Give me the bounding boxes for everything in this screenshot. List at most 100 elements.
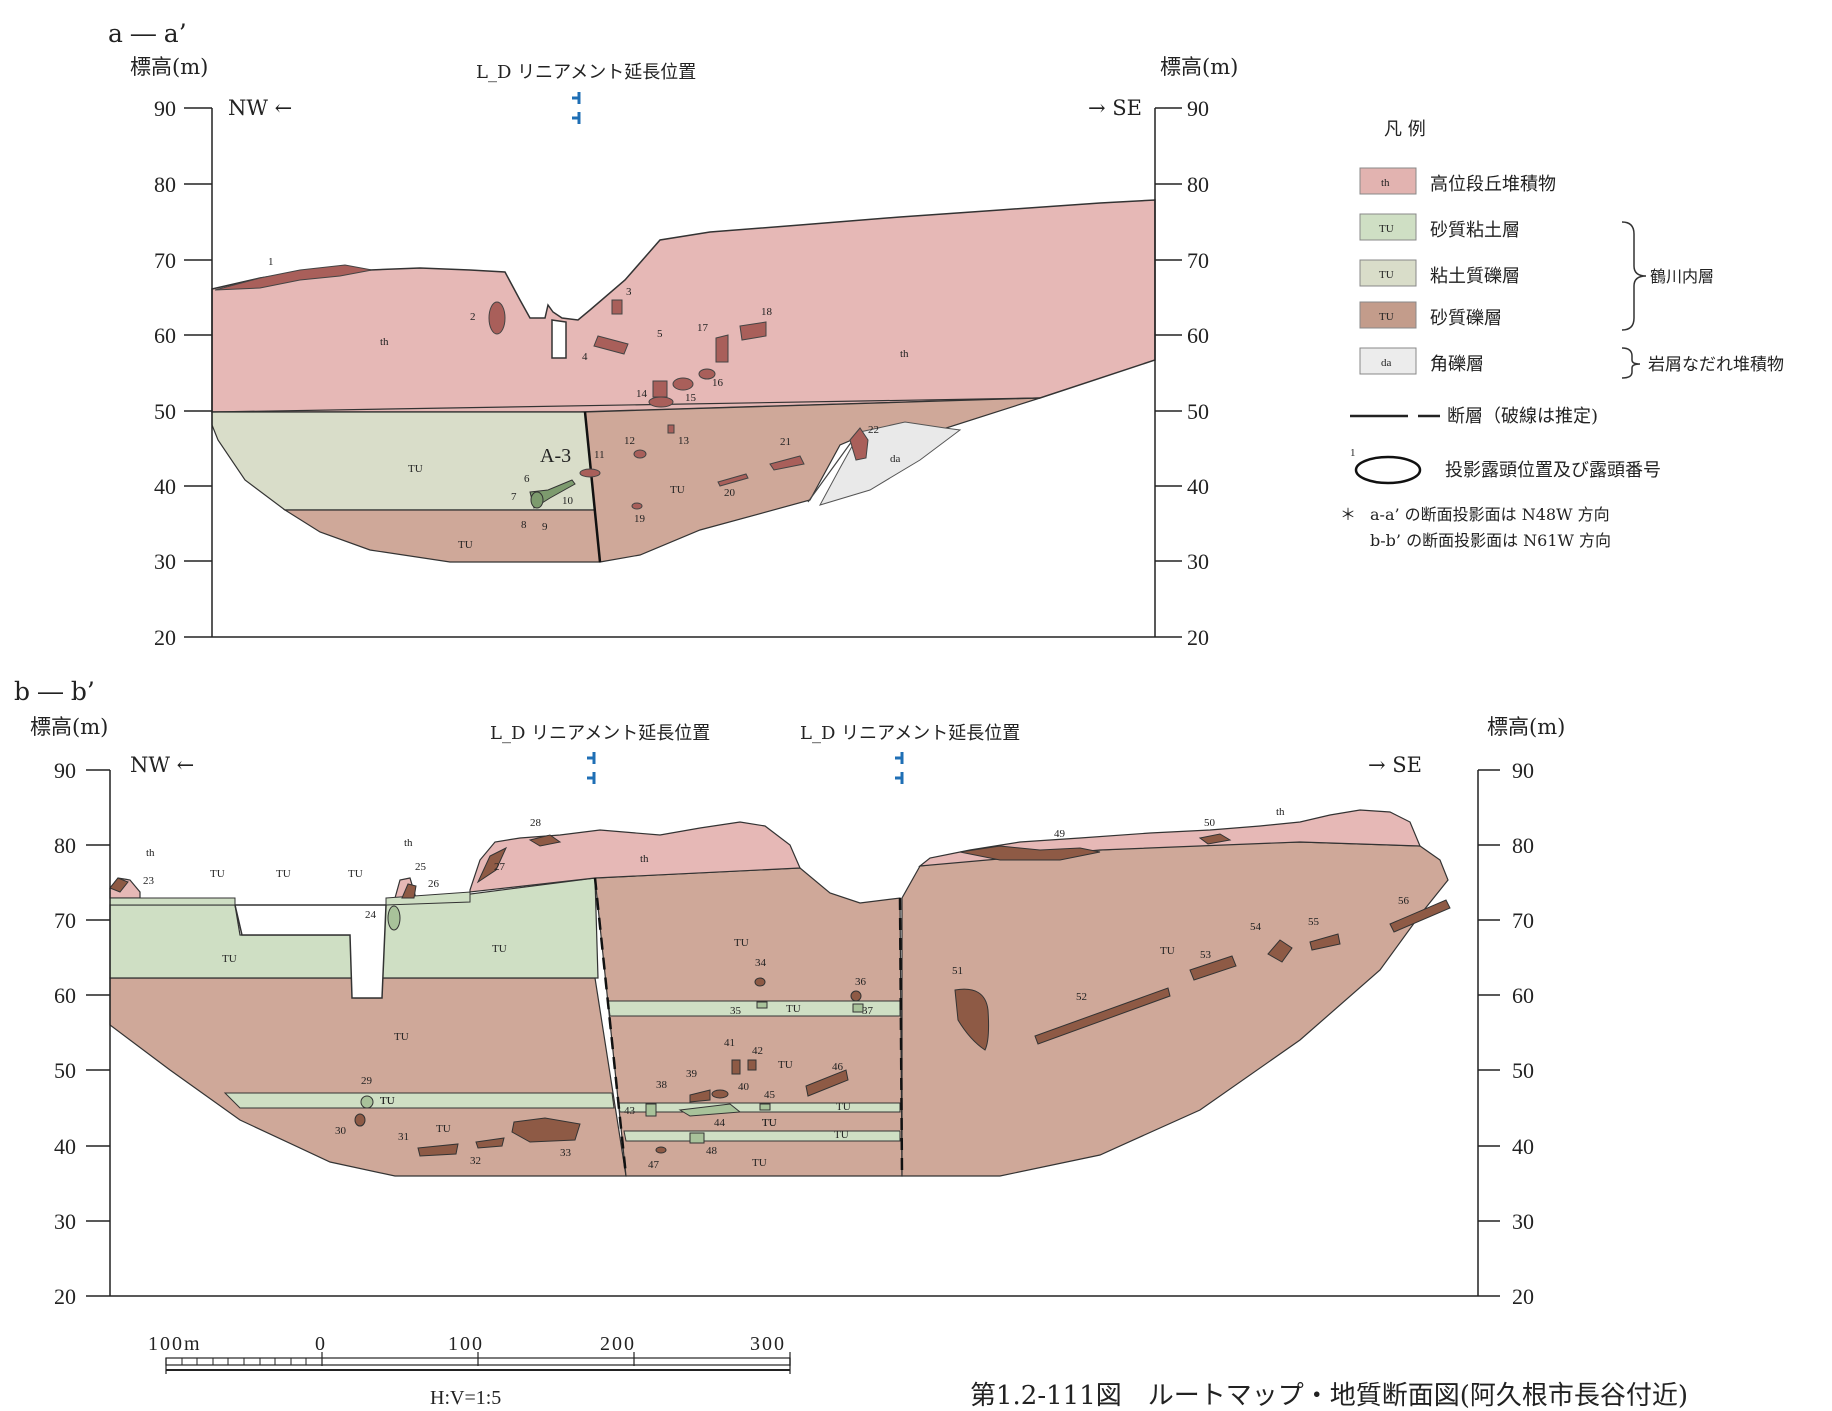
section-a-dir-left: NW ←	[228, 96, 292, 120]
legend-outcrop-number: 1	[1350, 447, 1356, 459]
legend-outcrop-ellipse	[1354, 455, 1422, 485]
svg-text:1: 1	[268, 256, 274, 268]
svg-text:33: 33	[560, 1147, 572, 1159]
lineament-marker-b2	[895, 752, 904, 784]
svg-text:42: 42	[752, 1045, 763, 1057]
section-b-lineament-label-1: L_D リニアメント延長位置	[490, 723, 710, 744]
outcrops-b-green	[360, 905, 864, 1144]
svg-text:TU: TU	[1379, 311, 1394, 323]
svg-text:90: 90	[54, 758, 76, 783]
svg-text:16: 16	[712, 377, 724, 389]
svg-text:18: 18	[761, 306, 773, 318]
svg-text:49: 49	[1054, 828, 1066, 840]
svg-text:52: 52	[1076, 991, 1087, 1003]
unit-labels-b: th th th th TU TU TU TU TU TU TU TU TU T…	[146, 806, 1285, 1169]
legend-title: 凡 例	[1384, 119, 1426, 140]
figure-caption: 第1.2-111図 ルートマップ・地質断面図(阿久根市長谷付近)	[970, 1381, 1688, 1411]
legend: 凡 例 th 高位段丘堆積物 TU 砂質粘土層 TU 粘土質礫層 TU 砂質礫層…	[1340, 119, 1784, 550]
strip-mid-3	[623, 1130, 901, 1142]
svg-text:10: 10	[562, 495, 574, 507]
svg-text:30: 30	[335, 1125, 347, 1137]
svg-text:TU: TU	[734, 937, 749, 949]
svg-text:40: 40	[154, 474, 176, 499]
svg-text:60: 60	[154, 323, 176, 348]
svg-text:41: 41	[724, 1037, 735, 1049]
strip-left-lower	[223, 1092, 615, 1109]
svg-text:90: 90	[1512, 758, 1534, 783]
svg-text:8: 8	[521, 519, 527, 531]
svg-text:300: 300	[750, 1333, 786, 1355]
scale-ratio: H:V=1:5	[430, 1387, 501, 1409]
axis-ticks-b-left: 90 80 70 60 50 40 30 20	[54, 758, 76, 1309]
svg-text:29: 29	[361, 1075, 373, 1087]
svg-text:TU: TU	[348, 868, 363, 880]
section-b-dir-left: NW ←	[130, 753, 194, 777]
svg-text:30: 30	[1512, 1209, 1534, 1234]
svg-text:30: 30	[154, 549, 176, 574]
lineament-marker-b1	[587, 752, 596, 784]
svg-text:38: 38	[656, 1079, 668, 1091]
svg-text:TU: TU	[222, 953, 237, 965]
legend-group2: 岩屑なだれ堆積物	[1648, 355, 1784, 375]
svg-text:53: 53	[1200, 949, 1212, 961]
outcrop-numbers-a: 1 2 3 4 5 6 7 8 9 10 11 12 13 14 15 16 1…	[268, 256, 879, 533]
svg-text:13: 13	[678, 435, 690, 447]
legend-group1: 鶴川内層	[1650, 267, 1714, 286]
svg-text:30: 30	[54, 1209, 76, 1234]
svg-text:40: 40	[1512, 1134, 1534, 1159]
svg-text:36: 36	[855, 976, 867, 988]
svg-text:A-3: A-3	[540, 445, 571, 467]
svg-text:80: 80	[1512, 833, 1534, 858]
svg-text:37: 37	[862, 1005, 874, 1017]
brace-debris	[1621, 347, 1641, 379]
section-a-unit-left: 標高(m)	[130, 55, 208, 79]
legend-item-tu-sandy-clay: TU 砂質粘土層	[1359, 213, 1520, 241]
section-b-title: b ― b’	[14, 677, 95, 706]
svg-text:th: th	[146, 847, 155, 859]
svg-text:21: 21	[780, 436, 791, 448]
svg-text:角礫層: 角礫層	[1430, 354, 1484, 375]
svg-text:th: th	[404, 837, 413, 849]
svg-text:23: 23	[143, 875, 155, 887]
svg-text:TU: TU	[492, 943, 507, 955]
svg-text:43: 43	[624, 1105, 636, 1117]
svg-text:40: 40	[54, 1134, 76, 1159]
svg-text:51: 51	[952, 965, 963, 977]
axis-ticks-a-right: 90 80 70 60 50 40 30 20	[1187, 96, 1209, 650]
svg-text:4: 4	[582, 351, 588, 363]
svg-text:TU: TU	[394, 1031, 409, 1043]
svg-text:TU: TU	[762, 1117, 777, 1129]
section-a-title: a ― a’	[108, 19, 187, 48]
svg-text:7: 7	[511, 491, 517, 503]
svg-text:34: 34	[755, 957, 767, 969]
legend-item-da: da 角礫層	[1359, 347, 1484, 375]
svg-text:20: 20	[1187, 625, 1209, 650]
svg-text:80: 80	[1187, 172, 1209, 197]
svg-text:46: 46	[832, 1061, 844, 1073]
unit-tu-gravel-b-mid	[594, 867, 903, 1177]
svg-text:th: th	[1381, 177, 1390, 189]
fault-b-2	[898, 897, 904, 1177]
axes-b	[86, 769, 1500, 1297]
section-b-unit-right: 標高(m)	[1487, 715, 1565, 739]
svg-text:20: 20	[54, 1284, 76, 1309]
svg-text:粘土質礫層: 粘土質礫層	[1430, 266, 1520, 287]
legend-note1: a-a’ の断面投影面は N48W 方向	[1370, 505, 1610, 524]
strip-left-top	[109, 897, 236, 906]
svg-text:27: 27	[494, 861, 506, 873]
section-a: a ― a’ 標高(m) 標高(m) L_D リニアメント延長位置 NW ← →…	[108, 19, 1238, 650]
strip-mid-2	[617, 1102, 901, 1113]
boundary-50-a	[211, 397, 1041, 413]
unit-tu-gravel-a-right	[584, 397, 1041, 563]
axis-ticks-b-right: 90 80 70 60 50 40 30 20	[1512, 758, 1534, 1309]
legend-fault-label: 断層（破線は推定)	[1447, 406, 1598, 427]
outcrops-a	[214, 264, 869, 510]
svg-text:24: 24	[365, 909, 377, 921]
svg-text:48: 48	[706, 1145, 718, 1157]
outcrop-numbers-b: 23 24 25 26 27 28 29 30 31 32 33 34 35 3…	[143, 817, 1410, 1171]
svg-text:9: 9	[542, 521, 548, 533]
section-b: b ― b’ 標高(m) 標高(m) L_D リニアメント延長位置 L_D リニ…	[14, 677, 1565, 1309]
svg-text:TU: TU	[778, 1059, 793, 1071]
svg-text:70: 70	[154, 248, 176, 273]
axis-ticks-a-left: 90 80 70 60 50 40 30 20	[154, 96, 176, 650]
